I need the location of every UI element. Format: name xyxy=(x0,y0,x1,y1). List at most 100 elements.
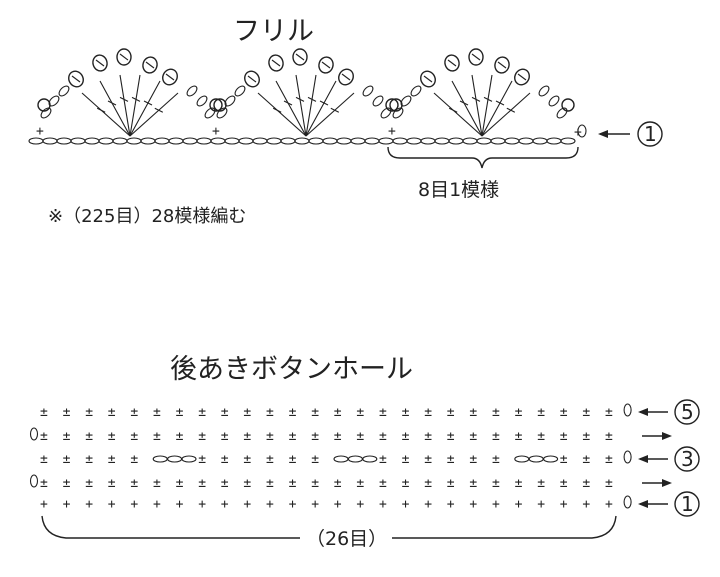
single-crochet-mark: ± xyxy=(447,476,455,491)
stitch-row: ±±±±±±±±±±±±±±±±±±±±±±±±±± xyxy=(29,427,613,444)
chain-stitch xyxy=(112,137,128,145)
single-crochet-mark: ± xyxy=(424,405,432,420)
side-picot xyxy=(37,98,51,112)
chain-stitch xyxy=(84,137,100,145)
chain-stitch xyxy=(462,137,478,145)
buttonhole-chain xyxy=(347,455,363,463)
single-crochet-mark: ± xyxy=(85,405,93,420)
chain-stitch xyxy=(364,137,380,145)
frill-title: フリル xyxy=(233,16,314,47)
side-picot xyxy=(389,98,403,112)
double-crochet-line xyxy=(433,92,483,137)
chain-stitch xyxy=(504,137,520,145)
chain-stitch xyxy=(420,137,436,145)
petal-stroke xyxy=(95,59,105,67)
single-crochet-mark: + xyxy=(537,497,545,512)
stitch-tick xyxy=(143,100,153,106)
petal-stroke xyxy=(145,61,155,69)
single-crochet-mark: + xyxy=(379,497,387,512)
single-crochet-mark: ± xyxy=(537,476,545,491)
picot-petal xyxy=(444,54,460,72)
turning-chain xyxy=(623,450,632,464)
single-crochet-mark: ± xyxy=(289,405,297,420)
chain-stitch xyxy=(518,137,534,145)
single-crochet-mark: ± xyxy=(402,429,410,444)
single-crochet-mark: + xyxy=(221,497,229,512)
chain-stitch xyxy=(308,137,324,145)
stitch-tick xyxy=(483,96,493,102)
double-crochet-line xyxy=(305,80,337,137)
row-number-1: 1 xyxy=(681,492,694,516)
picot-petal xyxy=(494,56,510,74)
double-crochet-line xyxy=(305,74,317,137)
single-crochet-mark: + xyxy=(153,497,161,512)
petal-stroke xyxy=(119,53,129,61)
buttonhole-chart: ±±±±±±±±±±±±±±±±±±±±±±±±±±±±±±±±±±±±±±±±… xyxy=(29,403,632,512)
buttonhole-chain xyxy=(528,455,544,463)
single-crochet-mark: ± xyxy=(108,476,116,491)
double-crochet-line xyxy=(471,74,483,137)
single-crochet-mark: ± xyxy=(40,405,48,420)
single-crochet-mark: ± xyxy=(198,476,206,491)
single-crochet-mark: ± xyxy=(605,429,613,444)
single-crochet-mark: ± xyxy=(221,452,229,467)
single-crochet-mark: ± xyxy=(402,452,410,467)
double-crochet-line xyxy=(129,80,161,137)
buttonhole-row-1-marker: 1 xyxy=(638,491,700,517)
single-crochet-mark: ± xyxy=(85,452,93,467)
single-crochet-mark: ± xyxy=(469,452,477,467)
petal-stroke xyxy=(321,61,331,69)
single-crochet-mark: ± xyxy=(424,476,432,491)
single-crochet-mark: ± xyxy=(537,405,545,420)
single-crochet-mark: + xyxy=(424,497,432,512)
double-crochet-line xyxy=(99,80,131,137)
petal-stroke xyxy=(497,61,507,69)
frill-row-number: 1 xyxy=(644,122,657,146)
double-crochet-line xyxy=(295,74,307,137)
chain-stitch xyxy=(294,137,310,145)
stitch-tick xyxy=(272,107,282,113)
single-crochet-mark: + xyxy=(63,497,71,512)
chain-loop xyxy=(372,95,384,107)
buttonhole-chain xyxy=(333,455,349,463)
single-crochet-mark: ± xyxy=(243,476,251,491)
single-crochet-mark: ± xyxy=(108,452,116,467)
chain-stitch xyxy=(448,137,464,145)
picot-petal xyxy=(142,56,158,74)
single-crochet-mark: ± xyxy=(63,429,71,444)
buttonhole-chain xyxy=(167,455,183,463)
chain-stitch xyxy=(252,137,268,145)
side-picot xyxy=(213,98,227,112)
single-crochet-mark: ± xyxy=(447,452,455,467)
single-crochet-mark: ± xyxy=(153,429,161,444)
single-crochet-mark: ± xyxy=(198,405,206,420)
frill-note: ※（225目）28模様編む xyxy=(48,206,246,227)
single-crochet-mark: ± xyxy=(85,476,93,491)
stitch-row: ±±±±±±±±±±±±±±±±±±±±±±±±±± xyxy=(29,474,613,491)
picot-petal xyxy=(292,48,308,66)
chain-stitch xyxy=(126,137,142,145)
chain-stitch xyxy=(490,137,506,145)
buttonhole-width-bracket: （26目） xyxy=(41,515,617,550)
chain-loop xyxy=(204,107,216,119)
single-crochet-mark: ± xyxy=(198,452,206,467)
single-crochet-mark: ± xyxy=(334,476,342,491)
petal-stroke xyxy=(517,73,527,81)
picot-petal xyxy=(318,56,334,74)
buttonhole-stitch-count: （26目） xyxy=(306,528,387,550)
stitch-tick xyxy=(96,107,106,113)
double-crochet-line xyxy=(81,92,131,137)
stitch-tick xyxy=(119,96,129,102)
single-crochet-mark: ± xyxy=(582,405,590,420)
buttonhole-title: 後あきボタンホール xyxy=(170,354,413,385)
single-crochet-mark: ± xyxy=(537,429,545,444)
petal-stroke xyxy=(447,59,457,67)
single-crochet-mark: + xyxy=(198,497,206,512)
frill-row-marker: 1 xyxy=(598,121,663,147)
single-crochet-mark: ± xyxy=(447,405,455,420)
chain-loop xyxy=(556,107,568,119)
turning-chain xyxy=(29,474,39,488)
petal-stroke xyxy=(423,75,433,83)
single-crochet-mark: + xyxy=(334,497,342,512)
petal-stroke xyxy=(247,75,257,83)
